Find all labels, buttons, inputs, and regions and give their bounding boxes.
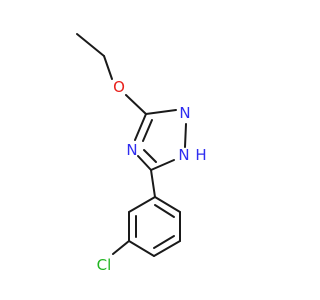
bond-c5-n4 [137,155,152,171]
bonds [76,33,187,257]
atom-nitrogen-n2: N [179,104,190,122]
atom-oxygen: O [113,78,125,96]
bond-n4-c3 [134,113,147,141]
atom-nitrogen-n4: N [126,141,137,159]
atom-chlorine: Cl [97,256,112,274]
structure-diagram: O N N H N Cl [76,33,207,274]
bond-ar-1-2 [128,196,156,213]
bond-ch2-o [103,55,113,80]
bond-c5-phenyl [150,169,156,198]
bond-ch3-ch2 [76,33,105,57]
bond-ar-3-4 [128,240,155,257]
atom-hydrogen: H [195,146,206,164]
bond-c3-n2 [145,109,177,115]
bond-n1-c5 [150,159,175,171]
atom-labels: O N N H N Cl [97,78,207,274]
bond-n4-c3-double [142,119,153,142]
bond-c5-n4-double [143,149,157,163]
bond-ar-cl [112,240,130,255]
bond-ar-4-5-double [153,235,175,249]
bond-n2-n1 [184,123,187,148]
bond-ar-4-5 [153,240,181,257]
bond-o-c3 [125,94,147,115]
bond-ar-6-1-double [154,204,175,218]
bond-ar-6-1 [154,196,181,213]
atom-nitrogen-n1h: N [178,146,189,164]
molecule-svg: O N N H N Cl [76,33,207,274]
